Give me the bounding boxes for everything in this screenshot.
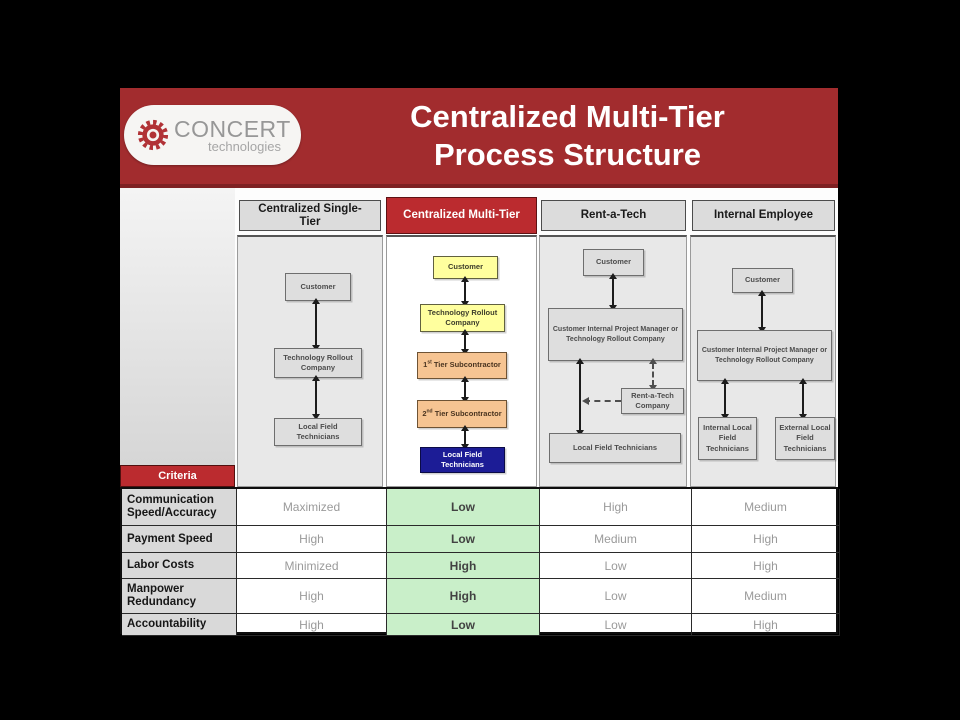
criteria-cell: High [237, 579, 387, 614]
criteria-row-label: Payment Speed [122, 526, 237, 553]
criteria-cell: Maximized [237, 489, 387, 526]
criteria-cell: Low [540, 614, 692, 636]
criteria-cell: High [387, 579, 540, 614]
flow-node-rollout-company: Technology Rollout Company [420, 304, 505, 332]
criteria-cell: Minimized [237, 553, 387, 579]
criteria-cell: High [540, 489, 692, 526]
criteria-row-label: Manpower Redundancy [122, 579, 237, 614]
criteria-row-label: Labor Costs [122, 553, 237, 579]
flow-panel-internal-employee: Customer Customer Internal Project Manag… [690, 235, 836, 487]
flow-node-local-field-technicians: Local Field Technicians [274, 418, 362, 446]
flow-panel-rent-a-tech: Customer Customer Internal Project Manag… [539, 235, 687, 487]
double-arrow [461, 276, 469, 307]
brand-tagline: technologies [208, 138, 281, 154]
column-header-multi-tier: Centralized Multi-Tier [386, 197, 537, 234]
double-arrow [461, 329, 469, 355]
flow-node-customer: Customer [732, 268, 793, 293]
criteria-cell: Medium [692, 579, 840, 614]
criteria-cell: High [387, 553, 540, 579]
flow-panel-multi-tier: Customer Technology Rollout Company 1st … [386, 235, 537, 487]
criteria-cell: High [237, 614, 387, 636]
flow-node-local-field-technicians: Local Field Technicians [549, 433, 681, 463]
left-gray-strip [120, 188, 235, 465]
brand-text: CONCERT technologies [174, 115, 291, 154]
criteria-table: Communication Speed/Accuracy Maximized L… [120, 487, 840, 636]
double-arrow [461, 376, 469, 403]
criteria-row-label: Communication Speed/Accuracy [122, 489, 237, 526]
flow-panel-single-tier: Customer Technology Rollout Company Loca… [237, 235, 383, 487]
double-arrow [312, 298, 320, 351]
tier2-label: 2nd Tier Subcontractor [422, 408, 502, 418]
flow-node-tier2-subcontractor: 2nd Tier Subcontractor [417, 400, 507, 428]
flow-node-rollout-company: Technology Rollout Company [274, 348, 362, 378]
dashed-arrow-left [582, 397, 621, 405]
flow-node-project-manager: Customer Internal Project Manager or Tec… [548, 308, 683, 361]
tier1-label: 1st Tier Subcontractor [423, 359, 501, 370]
criteria-cell: Low [387, 489, 540, 526]
criteria-cell: High [237, 526, 387, 553]
criteria-cell: High [692, 553, 840, 579]
slide-title-line2: Process Structure [433, 137, 702, 172]
criteria-header-badge: Criteria [120, 465, 235, 487]
slide: CONCERT technologies Centralized Multi-T… [120, 88, 840, 636]
flow-node-external-technicians: External Local Field Technicians [775, 417, 835, 460]
brand-name: CONCERT [174, 115, 291, 142]
criteria-cell: Medium [540, 526, 692, 553]
column-header-single-tier: Centralized Single-Tier [239, 200, 381, 231]
flow-node-internal-technicians: Internal Local Field Technicians [698, 417, 757, 460]
double-arrow [758, 290, 766, 333]
criteria-cell: Low [540, 553, 692, 579]
slide-title-line1: Centralized Multi-Tier [410, 99, 725, 134]
criteria-row-label: Accountability [122, 614, 237, 636]
flow-node-customer: Customer [285, 273, 351, 301]
double-arrow-dashed [649, 358, 657, 391]
double-arrow [312, 375, 320, 420]
criteria-cell: Low [387, 526, 540, 553]
column-header-rent-a-tech: Rent-a-Tech [541, 200, 686, 231]
gear-logo-icon [137, 119, 169, 151]
criteria-cell: Medium [692, 489, 840, 526]
criteria-cell: High [692, 614, 840, 636]
double-arrow [609, 273, 617, 311]
flow-node-tier1-subcontractor: 1st Tier Subcontractor [417, 352, 507, 379]
column-header-internal-employee: Internal Employee [692, 200, 835, 231]
slide-title: Centralized Multi-Tier Process Structure [305, 98, 830, 174]
flow-node-project-manager: Customer Internal Project Manager or Tec… [697, 330, 832, 381]
concert-logo: CONCERT technologies [124, 105, 301, 165]
criteria-cell: High [692, 526, 840, 553]
flow-node-customer: Customer [583, 249, 644, 276]
double-arrow [799, 378, 807, 420]
header-band: CONCERT technologies Centralized Multi-T… [120, 88, 838, 188]
flow-node-local-field-technicians: Local Field Technicians [420, 447, 505, 473]
double-arrow [461, 425, 469, 450]
criteria-cell: Low [540, 579, 692, 614]
double-arrow [576, 358, 584, 436]
flow-node-rent-a-tech-company: Rent-a-Tech Company [621, 388, 684, 414]
double-arrow [721, 378, 729, 420]
criteria-cell: Low [387, 614, 540, 636]
